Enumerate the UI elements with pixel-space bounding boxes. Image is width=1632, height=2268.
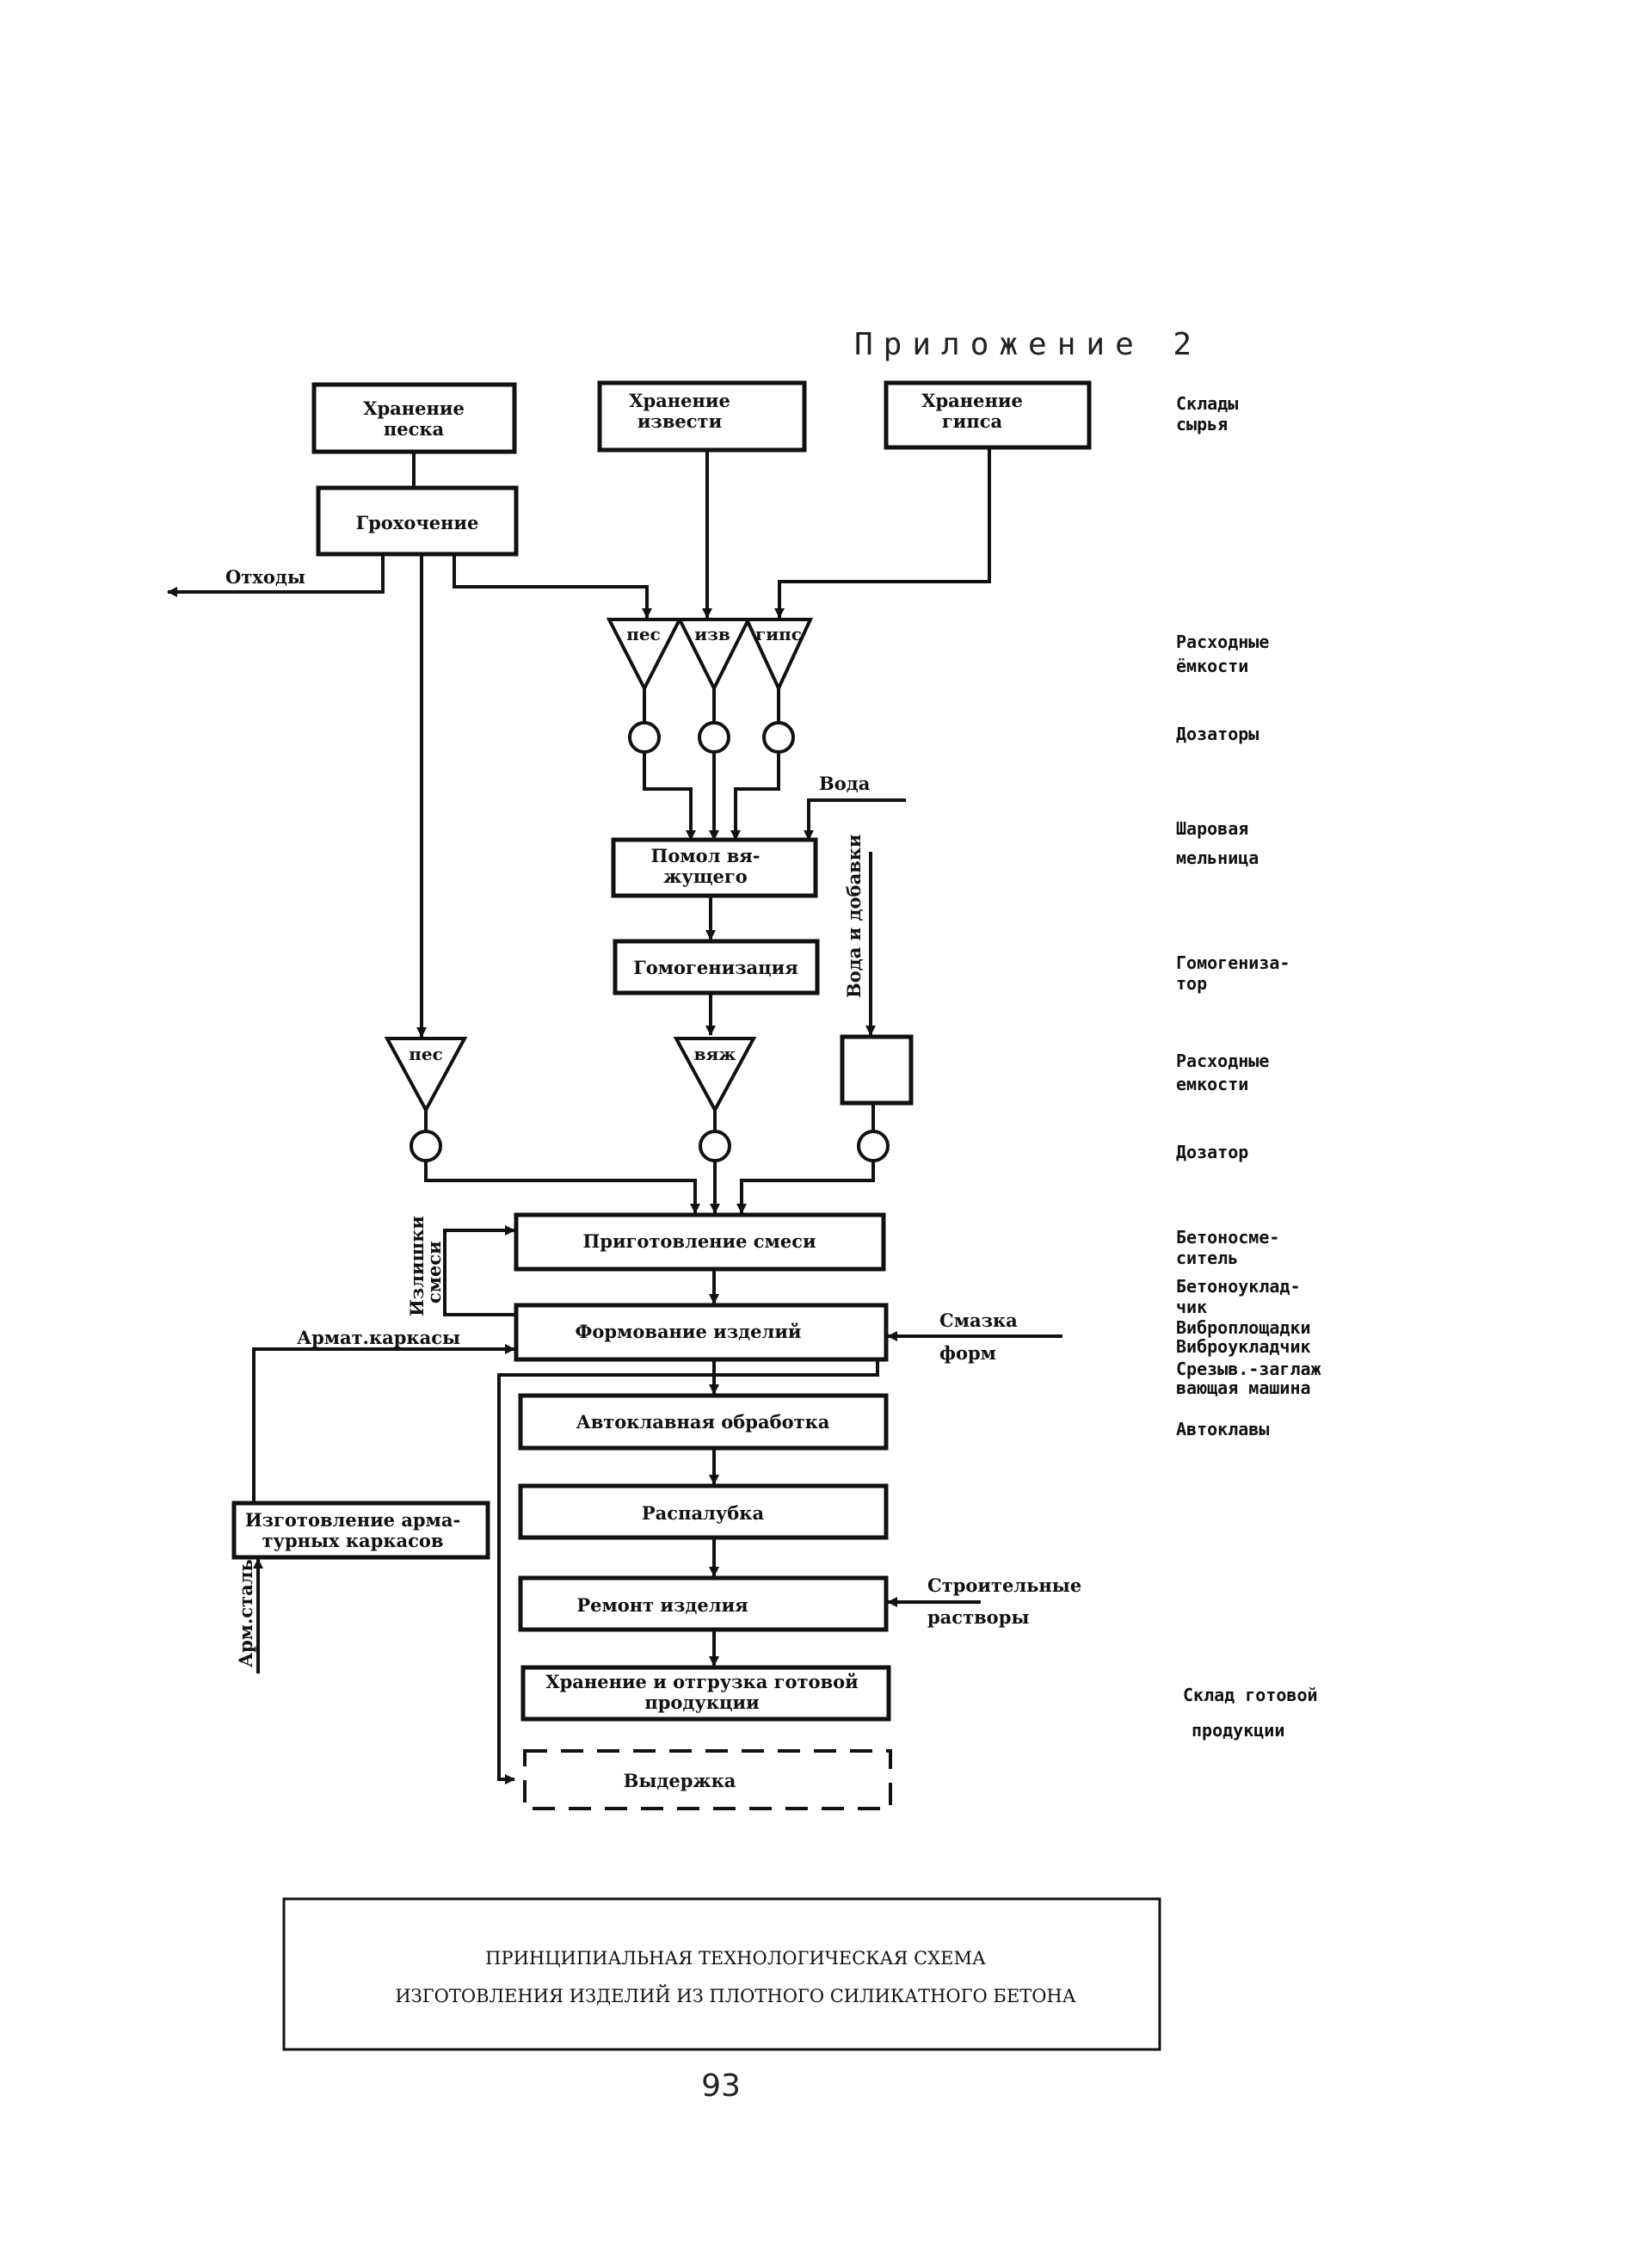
svg-text:Бетоноуклад-: Бетоноуклад- [1176,1276,1301,1297]
hopper-lime-top: изв [676,618,752,693]
page-number: 93 [701,2068,741,2104]
svg-text:Гомогениза-: Гомогениза- [1176,952,1290,973]
svg-text:Грохочение: Грохочение [356,512,479,533]
svg-text:Изготовление арма-: Изготовление арма- [245,1509,460,1531]
hopper-gypsum-top: гипс [743,618,814,693]
box-forming: Формование изделий [514,1303,889,1362]
svg-text:Хранение: Хранение [921,390,1023,411]
box-unpacking: Распалубка [518,1483,889,1540]
svg-text:Гомогенизация: Гомогенизация [633,957,798,978]
svg-text:Дозатор: Дозатор [1176,1142,1248,1162]
label-form-lubrication-1: Смазка [939,1310,1018,1331]
label-building-mortars-2: растворы [927,1606,1029,1628]
box-storage-shipping: Хранение и отгрузка готовой продукции [520,1665,891,1722]
doser-water-additives [857,1130,890,1162]
svg-text:извести: извести [637,410,722,432]
svg-text:Склад готовой: Склад готовой [1183,1685,1318,1705]
label-mix-excess-1: Излишки [406,1216,428,1316]
svg-text:ёмкости: ёмкости [1176,656,1248,676]
svg-text:Расходные: Расходные [1176,632,1269,652]
svg-text:Склады: Склады [1176,393,1238,414]
svg-text:емкости: емкости [1176,1074,1248,1094]
svg-text:вающая машина: вающая машина [1176,1377,1311,1398]
box-rebar-cages-making: Изготовление арма- турных каркасов [231,1501,490,1560]
box-gypsum-storage: Хранение гипса [884,380,1092,450]
svg-text:песка: песка [384,418,445,440]
label-building-mortars-1: Строительные [927,1575,1081,1596]
hopper-sand-top: пес [606,618,683,693]
svg-text:мельница: мельница [1176,847,1259,868]
svg-text:тор: тор [1176,973,1207,994]
svg-text:ИЗГОТОВЛЕНИЯ ИЗДЕЛИЙ ИЗ ПЛОТНО: ИЗГОТОВЛЕНИЯ ИЗДЕЛИЙ ИЗ ПЛОТНОГО СИЛИКАТ… [395,1985,1075,2006]
box-grinding: Помол вя- жущего [611,837,818,898]
box-screening: Грохочение [316,485,519,557]
doser-lime-top [698,721,730,754]
svg-text:Автоклавная обработка: Автоклавная обработка [576,1411,830,1433]
label-water: Вода [819,773,871,794]
svg-text:Хранение: Хранение [363,398,465,419]
svg-text:Дозаторы: Дозаторы [1176,724,1259,744]
label-water-additives: Вода и добавки [843,834,865,998]
svg-text:Формование изделий: Формование изделий [576,1321,802,1342]
svg-text:Распалубка: Распалубка [642,1502,765,1524]
tank-water-additives [840,1034,914,1106]
doser-sand-bottom [410,1130,442,1162]
svg-text:вяж: вяж [694,1044,736,1064]
side-labels: Склады сырья Расходные ёмкости Дозаторы … [1176,393,1321,1741]
label-form-lubrication-2: форм [939,1342,996,1364]
box-homogenization: Гомогенизация [613,939,820,995]
doser-binder-bottom [699,1130,731,1162]
box-curing: Выдержка [523,1749,892,1810]
label-rebar-steel: Арм.сталь [235,1559,256,1667]
svg-text:Виброукладчик: Виброукладчик [1176,1336,1311,1357]
svg-text:гипса: гипса [942,410,1003,432]
svg-text:продукции: продукции [644,1692,759,1713]
svg-text:сырья: сырья [1176,414,1228,434]
box-sand-storage: Хранение песка [311,382,517,454]
svg-text:Хранение и отгрузка готовой: Хранение и отгрузка готовой [545,1671,858,1692]
svg-text:Приготовление смеси: Приготовление смеси [582,1230,816,1252]
svg-text:гипс: гипс [755,624,802,644]
svg-text:Виброплощадки: Виброплощадки [1176,1317,1311,1338]
hopper-binder-bottom: вяж [673,1037,757,1114]
caption-box: ПРИНЦИПИАЛЬНАЯ ТЕХНОЛОГИЧЕСКАЯ СХЕМА ИЗГ… [282,1897,1161,2051]
svg-text:Выдержка: Выдержка [624,1770,736,1791]
svg-text:Расходные: Расходные [1176,1051,1269,1071]
box-lime-storage: Хранение извести [597,380,807,453]
label-mix-excess-2: смеси [423,1241,445,1303]
svg-text:Бетоносме-: Бетоносме- [1176,1227,1279,1248]
svg-text:продукции: продукции [1192,1720,1284,1741]
svg-text:Хранение: Хранение [629,390,730,411]
label-rebar-cages: Армат.каркасы [297,1327,460,1348]
svg-text:изв: изв [694,624,730,644]
doser-sand-top [628,721,661,754]
svg-text:жущего: жущего [663,866,748,887]
svg-text:пес: пес [409,1044,443,1064]
svg-text:Срезыв.-заглаж: Срезыв.-заглаж [1176,1359,1321,1379]
svg-text:Помол вя-: Помол вя- [650,845,760,866]
doser-gypsum-top [762,721,795,754]
svg-text:ПРИНЦИПИАЛЬНАЯ ТЕХНОЛОГИЧЕСКАЯ: ПРИНЦИПИАЛЬНАЯ ТЕХНОЛОГИЧЕСКАЯ СХЕМА [485,1948,986,1969]
label-waste: Отходы [225,566,305,588]
box-repair: Ремонт изделия [518,1575,889,1632]
box-autoclave: Автоклавная обработка [518,1393,889,1451]
hopper-sand-bottom: пес [384,1037,468,1114]
svg-text:пес: пес [626,624,661,644]
svg-text:чик: чик [1176,1297,1207,1317]
svg-text:ситель: ситель [1176,1248,1238,1268]
svg-text:Автоклавы: Автоклавы [1176,1419,1269,1439]
box-mix-preparation: Приготовление смеси [514,1212,886,1272]
svg-text:турных каркасов: турных каркасов [262,1530,443,1551]
svg-text:Ремонт изделия: Ремонт изделия [576,1594,748,1616]
appendix-title: Приложение 2 [854,327,1202,362]
svg-text:Шаровая: Шаровая [1176,818,1248,839]
